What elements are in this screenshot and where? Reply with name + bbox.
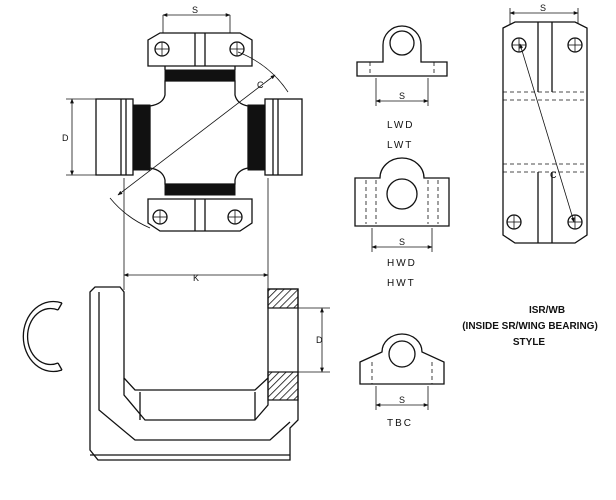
top-seal [164, 69, 236, 82]
cross-center [149, 80, 249, 185]
style-note-line-2: (INSIDE SR/WING BEARING) [462, 321, 598, 332]
dim-s-isr: S [540, 3, 546, 13]
variant-hwd-hwt: S HWD HWT [354, 157, 450, 289]
cross-assembly: S D [62, 5, 303, 232]
caption-hwd: HWD [387, 258, 417, 269]
caption-lwd: LWD [387, 120, 414, 131]
left-seal [132, 104, 151, 171]
bottom-seal [164, 183, 236, 196]
caption-tbc: TBC [387, 418, 413, 429]
caption-hwt: HWT [387, 278, 416, 289]
dim-k: K [193, 273, 199, 283]
bottom-bearing-cap [147, 198, 253, 232]
variant-tbc: S TBC [359, 333, 445, 429]
right-bearing-cup [264, 98, 303, 176]
dim-s-lwd: S [399, 91, 405, 101]
variant-isr-wb: S C [502, 3, 588, 244]
dim-d-yoke: D [316, 335, 323, 345]
style-note-line-1: ISR/WB [529, 305, 565, 316]
style-note-line-3: STYLE [513, 337, 546, 348]
dim-s-top-cross: S [192, 5, 198, 15]
yoke-body [89, 286, 299, 461]
dimension-k: K [123, 178, 269, 290]
snap-ring [22, 300, 63, 373]
variant-lwd-lwt: S LWD LWT [356, 25, 448, 151]
bore-section-top [267, 288, 299, 309]
dim-c-cross: C [257, 80, 264, 90]
dim-d-cross: D [62, 133, 69, 143]
right-seal [247, 104, 266, 171]
dim-s-hwd: S [399, 237, 405, 247]
bore-section-bottom [267, 371, 299, 401]
dim-s-tbc: S [399, 395, 405, 405]
dim-c-isr: C [550, 170, 557, 180]
caption-lwt: LWT [387, 140, 413, 151]
left-bearing-cup [95, 98, 134, 176]
top-bearing-cap [147, 32, 253, 67]
style-note: ISR/WB (INSIDE SR/WING BEARING) STYLE [462, 305, 598, 348]
yoke-assembly: D [22, 286, 330, 461]
